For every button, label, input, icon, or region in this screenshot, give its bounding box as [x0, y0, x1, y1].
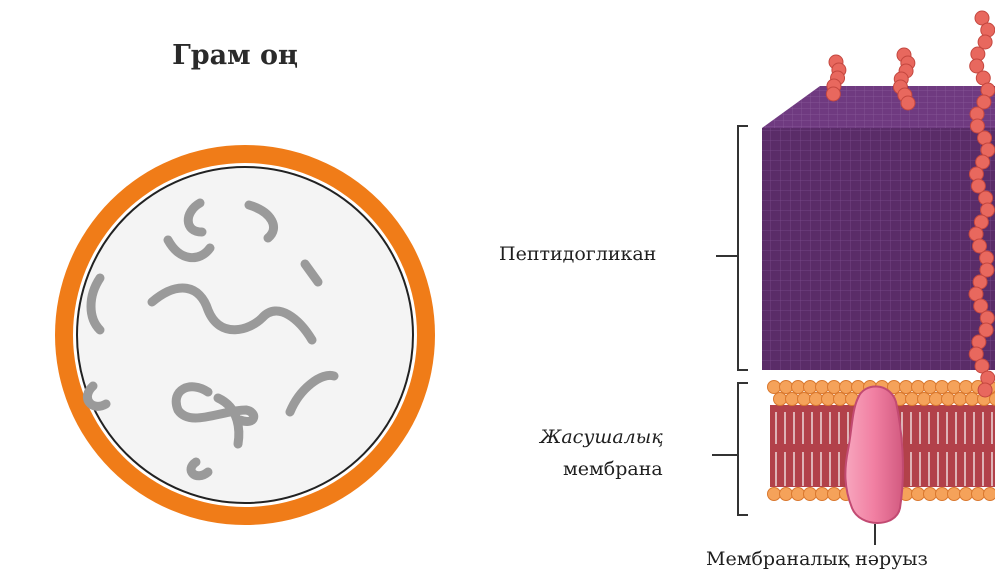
- teichoic-bead: [968, 346, 984, 362]
- lipid-head: [989, 392, 995, 406]
- lipid-head: [947, 487, 961, 501]
- bacterial-cell: [55, 145, 435, 525]
- peptidoglycan-top: [762, 86, 995, 128]
- membrane-bracket: [737, 382, 748, 516]
- peptidoglycan-block: [762, 86, 995, 370]
- lipid-head: [953, 392, 967, 406]
- lipid-head: [803, 380, 817, 394]
- lipid-head: [821, 392, 835, 406]
- lipid-head: [791, 487, 805, 501]
- lipid-head: [767, 487, 781, 501]
- teichoic-bead: [900, 95, 916, 111]
- lipid-head: [971, 487, 985, 501]
- teichoic-bead: [978, 322, 994, 338]
- teichoic-bead: [974, 10, 990, 26]
- membrane-protein-label: Мембраналық нәруыз: [706, 548, 928, 570]
- lipid-head: [959, 380, 973, 394]
- lipid-head: [815, 380, 829, 394]
- lipid-head: [983, 487, 995, 501]
- lipid-head: [899, 380, 913, 394]
- lipid-head: [797, 392, 811, 406]
- membrane-label-line2: мембрана: [563, 458, 663, 480]
- lipid-head: [905, 392, 919, 406]
- teichoic-bead: [976, 94, 992, 110]
- label-brackets: [712, 125, 876, 545]
- teichoic-bead: [977, 34, 993, 50]
- dna-strands: [83, 198, 339, 481]
- lipid-head: [935, 487, 949, 501]
- lipid-head: [911, 380, 925, 394]
- lipid-head: [959, 487, 973, 501]
- lipid-head: [923, 487, 937, 501]
- lipid-head: [773, 392, 787, 406]
- teichoic-bead: [970, 178, 986, 194]
- membrane-label-line1: Жасушалық: [540, 426, 663, 448]
- membrane-protein: [844, 385, 904, 524]
- teichoic-bead: [979, 262, 995, 278]
- lipid-head: [929, 392, 943, 406]
- lipid-head: [833, 392, 847, 406]
- teichoic-bead: [973, 298, 989, 314]
- teichoic-acid-chains: [825, 10, 995, 398]
- lipid-head: [785, 392, 799, 406]
- peptidoglycan-front: [762, 128, 995, 370]
- lipid-head: [815, 487, 829, 501]
- cytoplasm: [76, 166, 414, 504]
- teichoic-bead: [974, 358, 990, 374]
- lipid-head: [935, 380, 949, 394]
- teichoic-bead: [971, 238, 987, 254]
- lipid-head: [923, 380, 937, 394]
- lipid-head: [965, 392, 979, 406]
- teichoic-bead: [975, 154, 991, 170]
- teichoic-bead: [977, 382, 993, 398]
- lipid-head: [779, 487, 793, 501]
- lipid-head: [791, 380, 805, 394]
- lipid-head: [767, 380, 781, 394]
- lipid-head: [941, 392, 955, 406]
- lipid-head: [839, 380, 853, 394]
- diagram-title: Грам оң: [172, 40, 298, 71]
- lipid-head: [827, 380, 841, 394]
- lipid-head: [779, 380, 793, 394]
- lipid-head: [827, 487, 841, 501]
- teichoic-bead: [969, 58, 985, 74]
- lipid-head: [809, 392, 823, 406]
- lipid-head: [911, 487, 925, 501]
- peptidoglycan-label: Пептидогликан: [499, 243, 657, 265]
- teichoic-bead: [969, 118, 985, 134]
- teichoic-bead: [825, 86, 841, 102]
- lipid-head: [917, 392, 931, 406]
- lipid-head: [947, 380, 961, 394]
- peptidoglycan-bracket: [737, 125, 748, 371]
- lipid-head: [803, 487, 817, 501]
